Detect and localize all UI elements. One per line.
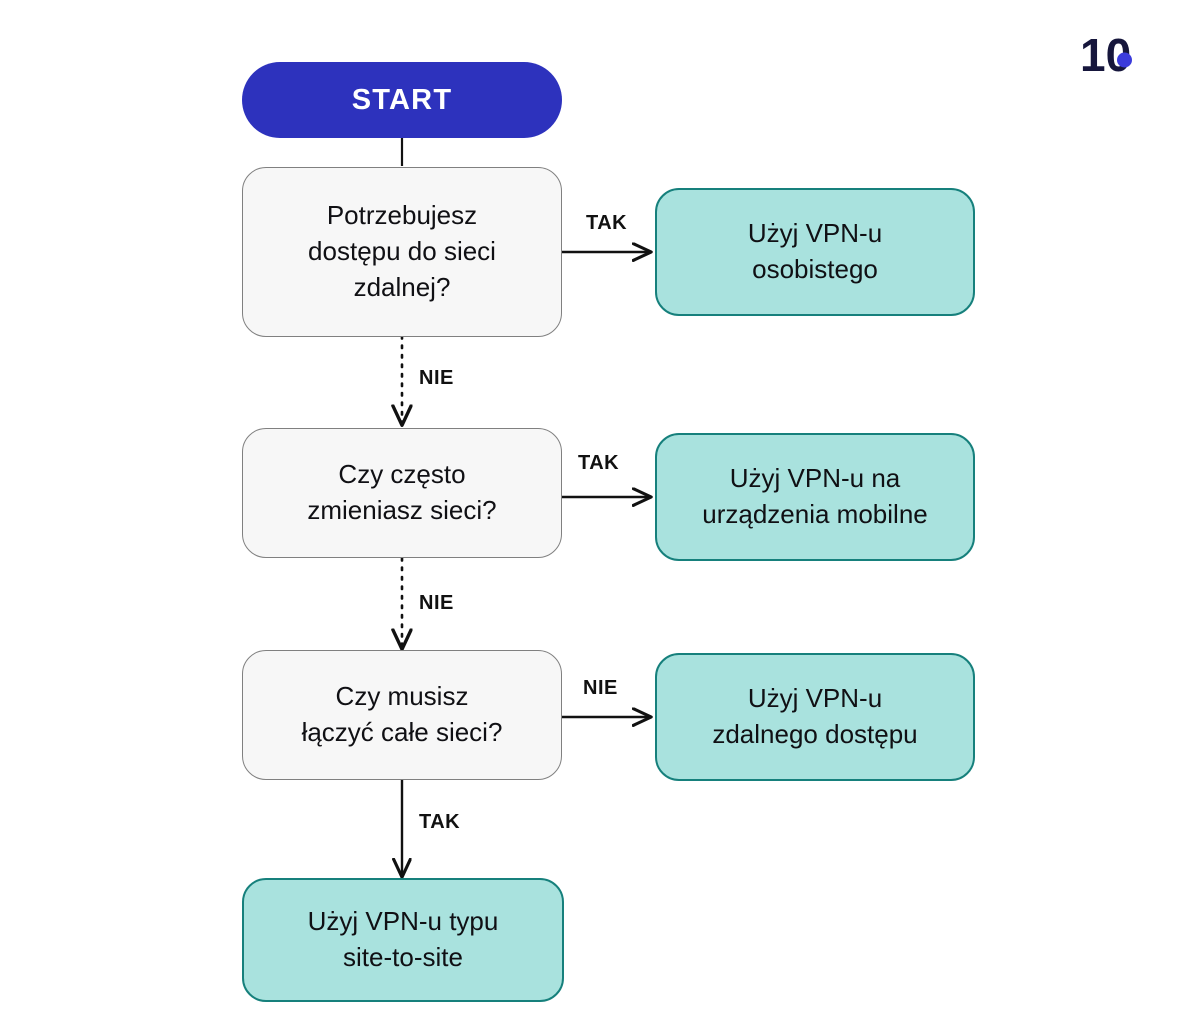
node-result1-label: Użyj VPN-u osobistego: [747, 218, 883, 284]
node-result-mobile-vpn[interactable]: Użyj VPN-u na urządzenia mobilne: [655, 433, 975, 561]
node-decision2-label: Czy często zmieniasz sieci?: [307, 459, 497, 525]
edge-label-decision1-no: NIE: [419, 367, 454, 389]
edge-label-decision2-yes: TAK: [578, 452, 620, 474]
node-decision-connect-networks[interactable]: Czy musisz łączyć całe sieci?: [242, 650, 562, 780]
node-decision-switch-networks[interactable]: Czy często zmieniasz sieci?: [242, 428, 562, 558]
node-result3-label: Użyj VPN-u zdalnego dostępu: [712, 683, 918, 749]
node-decision1-label: Potrzebujesz dostępu do sieci zdalnej?: [308, 200, 496, 302]
node-decision3-label: Czy musisz łączyć całe sieci?: [301, 681, 503, 747]
node-result4-label: Użyj VPN-u typu site-to-site: [307, 906, 499, 972]
node-decision-remote-network[interactable]: Potrzebujesz dostępu do sieci zdalnej?: [242, 167, 562, 337]
node-result-personal-vpn[interactable]: Użyj VPN-u osobistego: [655, 188, 975, 316]
node-start-label: START: [351, 83, 453, 116]
node-start[interactable]: START: [242, 62, 562, 138]
logo-dot-icon: [1117, 52, 1132, 68]
node-result-remote-access-vpn[interactable]: Użyj VPN-u zdalnego dostępu: [655, 653, 975, 781]
edge-label-decision1-yes: TAK: [586, 212, 628, 234]
edge-label-decision2-no: NIE: [419, 592, 454, 614]
edge-label-decision3-no: NIE: [583, 677, 618, 699]
node-result2-label: Użyj VPN-u na urządzenia mobilne: [702, 463, 928, 529]
node-result-site-to-site-vpn[interactable]: Użyj VPN-u typu site-to-site: [242, 878, 564, 1002]
brand-logo: 10: [1080, 29, 1144, 81]
edge-label-decision3-yes: TAK: [419, 811, 461, 833]
